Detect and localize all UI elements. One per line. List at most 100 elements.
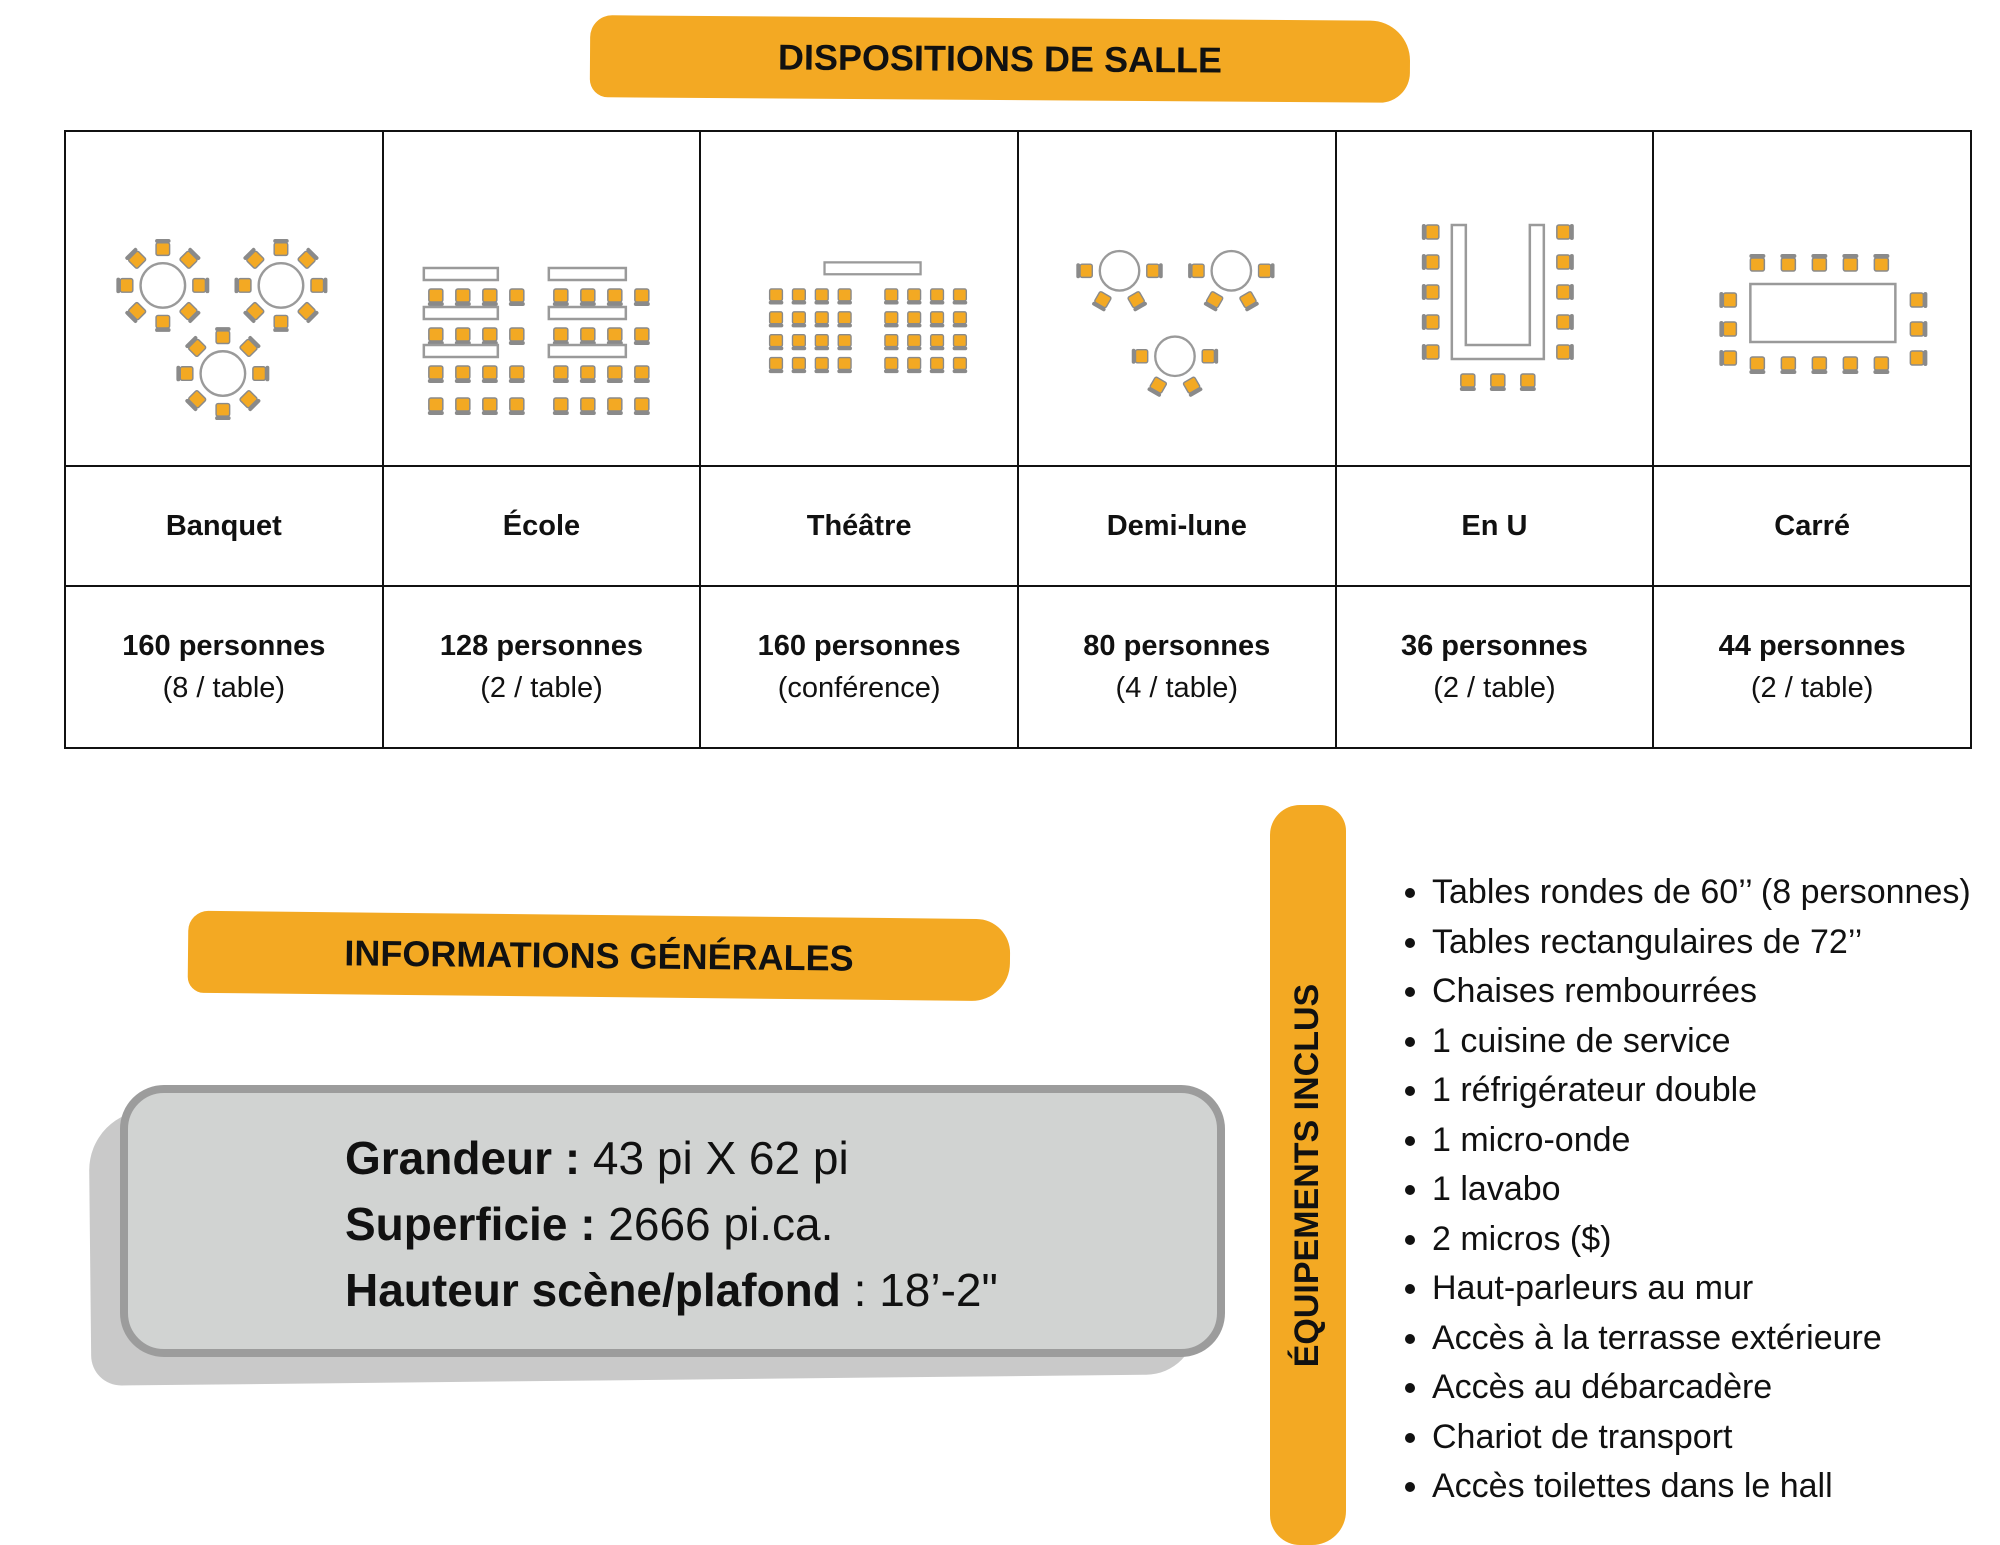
layout-capacity-row: 160 personnes(8 / table) 128 personnes(2…: [64, 585, 1972, 749]
chair-icon: [1459, 373, 1476, 391]
rect-table: [422, 266, 499, 282]
chair-seat: [1424, 254, 1440, 270]
chair-seat: [884, 288, 899, 302]
round-table: [1154, 335, 1196, 378]
chair-back: [552, 411, 569, 415]
chair-seat: [192, 277, 207, 293]
chair-seat: [633, 365, 650, 380]
chair-icon: [1188, 263, 1205, 279]
layout-names-row: Banquet École Théâtre Demi-lune En U Car…: [64, 465, 1972, 587]
chair-seat: [427, 397, 444, 412]
chair-seat: [769, 311, 784, 325]
chair-back: [930, 300, 945, 305]
layout-name: Théâtre: [699, 465, 1019, 587]
chair-icon: [454, 365, 471, 383]
equipment-item: 2 micros ($): [1432, 1215, 2000, 1265]
chair-back: [791, 346, 807, 351]
chair-back: [454, 302, 471, 306]
round-table: [1210, 249, 1253, 292]
chair-icon: [633, 327, 650, 345]
chair-back: [930, 346, 945, 351]
chair-back: [952, 346, 968, 351]
chair-seat: [606, 365, 623, 380]
chair-seat: [1555, 284, 1571, 300]
chair-seat: [1146, 263, 1160, 279]
chair-icon: [837, 311, 853, 328]
chair-seat: [930, 311, 945, 325]
chair-back: [1569, 344, 1574, 360]
chair-back: [837, 300, 853, 305]
chair-seat: [633, 327, 650, 342]
chair-icon: [116, 277, 134, 294]
chair-back: [1421, 344, 1426, 360]
capacity-detail: (conférence): [777, 672, 941, 704]
chair-seat: [427, 288, 444, 303]
layout-capacity-cell: 80 personnes(4 / table): [1016, 585, 1337, 749]
chair-back: [125, 310, 138, 323]
chair-icon: [1147, 376, 1168, 397]
chair-icon: [907, 333, 922, 351]
chair-seat: [792, 356, 807, 371]
layout-capacity-cell: 160 personnes(8 / table): [64, 585, 384, 749]
chair-seat: [1555, 254, 1571, 270]
chair-back: [454, 379, 471, 383]
chair-seat: [884, 356, 899, 371]
chair-seat: [237, 277, 252, 293]
capacity-value: 36 personnes: [1400, 630, 1588, 662]
layout-diagram-cell: [699, 130, 1019, 467]
chair-back: [1923, 321, 1928, 337]
chair-icon: [1811, 356, 1828, 374]
chair-icon: [454, 397, 471, 415]
chair-back: [579, 302, 596, 306]
equipment-title: ÉQUIPEMENTS INCLUS: [1288, 983, 1327, 1367]
chair-icon: [1873, 356, 1890, 374]
layout-capacity-cell: 160 personnes(conférence): [699, 585, 1019, 749]
chair-back: [814, 369, 830, 374]
equipment-item: Tables rectangulaires de 72’’: [1432, 918, 2000, 968]
chair-icon: [1842, 254, 1859, 272]
chair-icon: [769, 356, 784, 374]
chair-icon: [1421, 284, 1440, 300]
chair-back: [837, 323, 853, 328]
chair-icon: [1203, 291, 1224, 312]
chair-icon: [884, 356, 899, 374]
chair-back: [1421, 284, 1426, 300]
chair-seat: [1257, 263, 1272, 279]
chair-icon: [633, 365, 650, 383]
chair-icon: [176, 365, 194, 382]
layout-name: École: [381, 465, 702, 587]
chair-seat: [814, 311, 830, 325]
chair-seat: [792, 333, 807, 348]
chair-icon: [1519, 373, 1536, 391]
info-title-banner: INFORMATIONS GÉNÉRALES: [187, 910, 1011, 1002]
chair-icon: [952, 356, 968, 374]
chair-icon: [125, 301, 147, 323]
chair-seat: [454, 288, 471, 303]
chair-icon: [837, 333, 853, 351]
chair-seat: [552, 397, 569, 412]
chair-back: [1188, 263, 1192, 279]
chair-icon: [791, 288, 807, 305]
chair-icon: [769, 288, 784, 305]
chair-icon: [1719, 292, 1738, 308]
capacity-detail: (2 / table): [1433, 672, 1556, 704]
chair-seat: [792, 311, 807, 325]
chair-back: [116, 277, 121, 294]
chair-seat: [508, 365, 525, 380]
chair-icon: [1239, 291, 1259, 312]
chair-icon: [155, 314, 171, 332]
rect-table: [547, 266, 627, 282]
chair-icon: [1555, 284, 1574, 300]
chair-back: [930, 369, 945, 374]
chair-icon: [884, 333, 899, 351]
chair-back: [1749, 370, 1766, 374]
chair-seat: [508, 397, 525, 412]
chair-back: [1719, 350, 1724, 366]
chair-back: [791, 300, 807, 305]
chair-seat: [1909, 321, 1925, 337]
chair-back: [1519, 387, 1536, 391]
chair-icon: [1780, 356, 1797, 374]
equipment-item: 1 micro-onde: [1432, 1116, 2000, 1166]
chair-seat: [907, 333, 922, 348]
info-size-label: Grandeur :: [345, 1132, 581, 1184]
